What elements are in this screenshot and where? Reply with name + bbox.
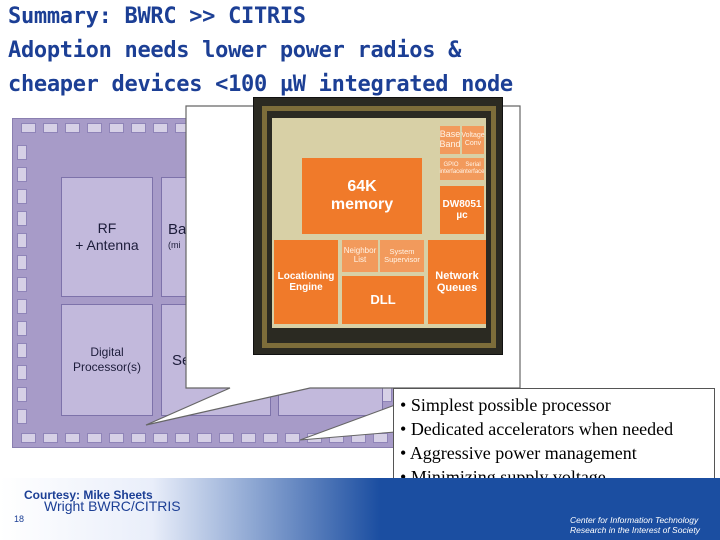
- bond-pad: [17, 145, 27, 160]
- slide-number: 18: [14, 514, 25, 524]
- bond-pad: [263, 433, 278, 443]
- bond-pad: [17, 409, 27, 424]
- bullet-pointer: [299, 404, 396, 441]
- die-gpio: GPIO interface: [440, 158, 463, 180]
- courtesy-text: Courtesy: Mike Sheets: [24, 488, 153, 502]
- die-locationing-engine: Locationing Engine: [274, 240, 338, 324]
- bond-pad: [241, 433, 256, 443]
- die-dw8051: DW8051 µc: [440, 186, 484, 234]
- author-text: Wright BWRC/CITRIS: [44, 498, 181, 514]
- die-serial: Serial interface: [462, 158, 485, 180]
- die-dll: DLL: [342, 276, 424, 324]
- rf-antenna-block: RF + Antenna: [61, 177, 153, 297]
- bullet-item: • Simplest possible processor: [400, 395, 611, 415]
- bullet-list-box: • Simplest possible processor • Dedicate…: [393, 388, 715, 490]
- bullet-text-1: Simplest possible processor: [410, 395, 611, 415]
- bond-pad: [17, 343, 27, 358]
- bond-pad: [65, 123, 80, 133]
- title-line-3: cheaper devices <100 µW integrated node: [8, 72, 513, 97]
- baseband-label: Ba: [168, 221, 187, 238]
- digital-processor-block: Digital Processor(s): [61, 304, 153, 416]
- bond-pad: [109, 123, 124, 133]
- die-base-band: Base Band: [439, 126, 461, 154]
- baseband-sub-label: (mi: [168, 240, 181, 250]
- die-voltage-conv: Voltage Conv: [461, 126, 485, 154]
- bond-pad: [285, 433, 300, 443]
- die-64k-memory: 64K memory: [302, 158, 422, 234]
- bullet-text-3: Aggressive power management: [409, 443, 637, 463]
- bond-pad: [17, 255, 27, 270]
- bond-pad: [109, 433, 124, 443]
- bond-pad: [17, 277, 27, 292]
- die-system-supervisor: System Supervisor: [380, 240, 424, 272]
- die-photo: Base Band Voltage Conv 64K memory GPIO i…: [253, 97, 503, 355]
- bond-pad: [175, 433, 190, 443]
- bond-pad: [197, 433, 212, 443]
- bond-pad: [21, 433, 36, 443]
- bond-pad: [219, 433, 234, 443]
- die-neighbor-list: Neighbor List: [342, 240, 378, 272]
- bond-pad: [17, 233, 27, 248]
- bond-pad: [43, 433, 58, 443]
- bond-pad: [153, 123, 168, 133]
- bond-pad: [87, 433, 102, 443]
- bond-pad: [17, 167, 27, 182]
- rf-antenna-label: RF + Antenna: [75, 220, 139, 253]
- bond-pad: [87, 123, 102, 133]
- bond-pad: [131, 123, 146, 133]
- bond-pad: [21, 123, 36, 133]
- bond-pad: [153, 433, 168, 443]
- title-line-1: Summary: BWRC >> CITRIS: [8, 4, 306, 29]
- die-network-queues: Network Queues: [428, 240, 486, 324]
- footer-gradient: [0, 478, 380, 540]
- die-core: Base Band Voltage Conv 64K memory GPIO i…: [272, 118, 486, 328]
- bond-pad: [17, 387, 27, 402]
- die-pad-ring: [262, 106, 496, 348]
- citris-logo-text: Center for Information Technology Resear…: [570, 515, 700, 535]
- bullet-item: • Dedicated accelerators when needed: [400, 419, 674, 439]
- title-line-2: Adoption needs lower power radios &: [8, 38, 462, 63]
- digital-processor-label: Digital Processor(s): [72, 345, 141, 374]
- bond-pad: [17, 189, 27, 204]
- bond-pad: [17, 321, 27, 336]
- bond-pad: [17, 299, 27, 314]
- bullet-item: • Aggressive power management: [400, 443, 637, 463]
- bond-pad: [65, 433, 80, 443]
- bond-pad: [17, 365, 27, 380]
- bond-pad: [131, 433, 146, 443]
- bond-pad: [43, 123, 58, 133]
- bond-pad: [17, 211, 27, 226]
- bullet-text-2: Dedicated accelerators when needed: [410, 419, 674, 439]
